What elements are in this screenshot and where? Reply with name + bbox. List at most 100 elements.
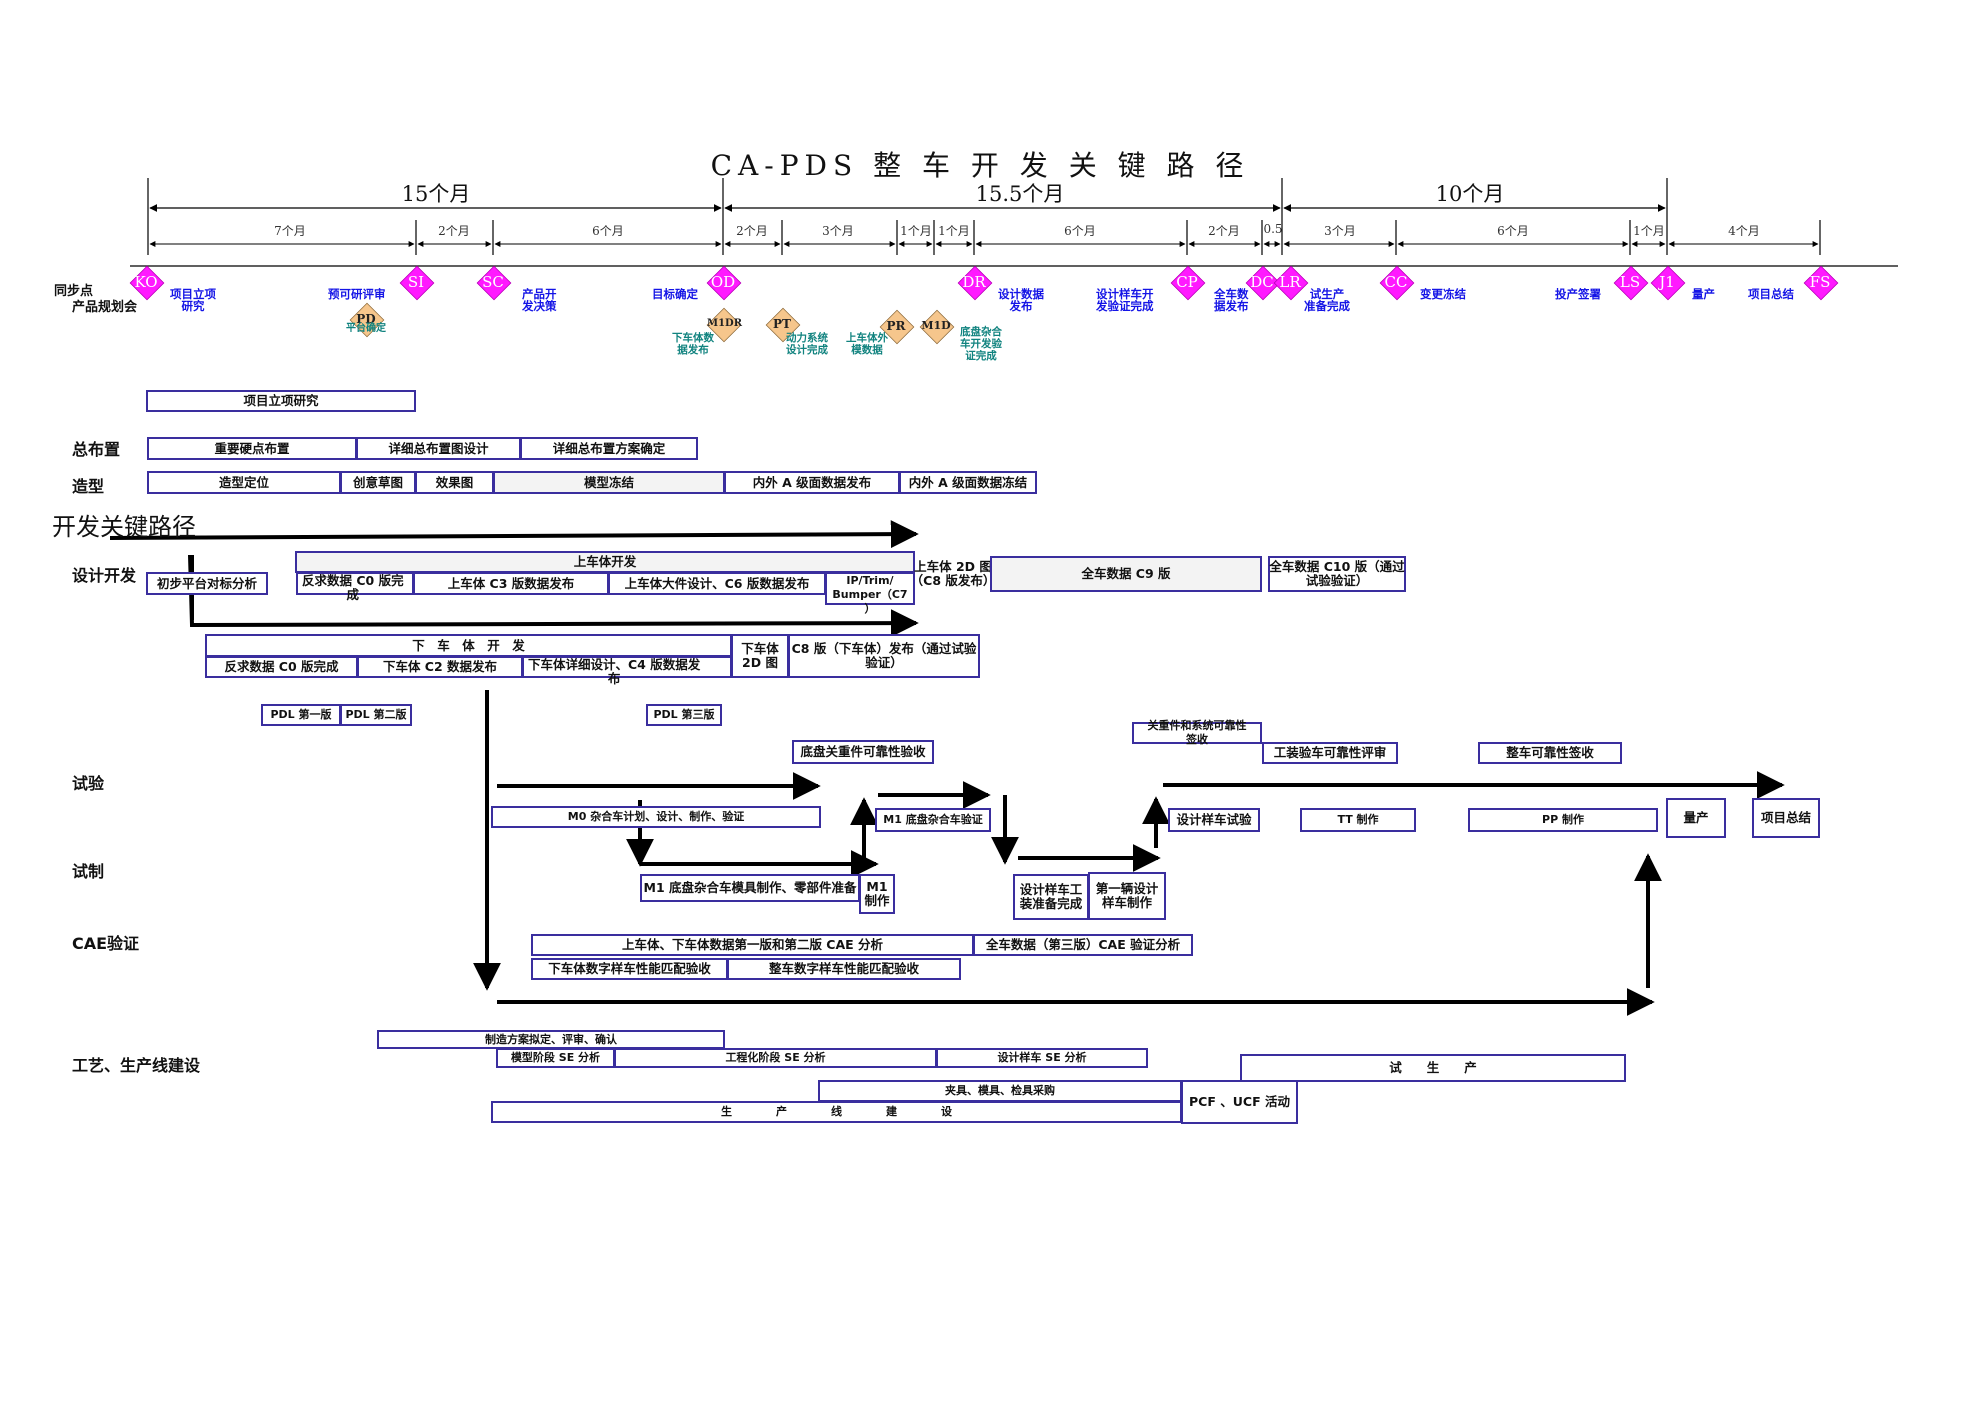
subphase-label: 1个月	[900, 224, 932, 238]
row-label-process: 工艺、生产线建设	[72, 1056, 201, 1075]
milestone-sc: SC	[476, 265, 512, 301]
milestone-label: 设计数据 发布	[998, 287, 1044, 313]
planning-meeting-label: 产品规划会	[72, 300, 138, 315]
milestone-label: 动力系统 设计完成	[786, 332, 828, 356]
phase-label: 10个月	[1435, 182, 1505, 206]
page-title: CA-PDS 整 车 开 发 关 键 路 径	[710, 149, 1250, 182]
task-box: C8 版（下车体）发布（通过试验 验证）	[788, 634, 980, 678]
subphase-label: 7个月	[274, 224, 306, 238]
row-label-test: 试验	[72, 774, 105, 793]
milestone-dr: DR	[957, 265, 993, 301]
row-label-cae: CAE验证	[72, 934, 140, 953]
subphase-label: 6个月	[1064, 224, 1096, 238]
task-box: 上车体 2D 图 （C8 版发布）	[911, 556, 995, 592]
task-box: 上车体、下车体数据第一版和第二版 CAE 分析	[531, 934, 974, 956]
task-box: 下车体数字样车性能匹配验收	[531, 958, 728, 980]
task-box: 反求数据 C0 版完成	[205, 656, 358, 678]
task-box: 全车数据 C9 版	[990, 556, 1262, 592]
milestone-label: 上车体外 模数据	[846, 332, 888, 356]
subphase-label: 3个月	[822, 224, 854, 238]
milestone-pr: PR	[879, 309, 915, 345]
subphase-label: 1个月	[1633, 224, 1665, 238]
task-box: 制造方案拟定、评审、确认	[377, 1030, 725, 1049]
task-box: PCF 、UCF 活动	[1181, 1080, 1298, 1124]
milestone-cp: CP	[1170, 265, 1206, 301]
milestone-label: 底盘杂合 车开发验 证完成	[960, 326, 1002, 362]
task-box: 内外 A 级面数据冻结	[899, 471, 1037, 494]
milestone-label: 变更冻结	[1420, 287, 1466, 301]
milestone-od: OD	[706, 265, 742, 301]
key-path-label: 开发关键路径	[52, 513, 196, 541]
milestone-lr: LR	[1273, 265, 1309, 301]
task-box: 设计样车工 装准备完成	[1013, 874, 1089, 920]
task-box: 详细总布置图设计	[356, 437, 521, 460]
subphase-label: 2个月	[736, 224, 768, 238]
milestone-label: 试生产 准备完成	[1304, 287, 1350, 313]
milestone-si: SI	[399, 265, 435, 301]
task-box: 全车数据 C10 版（通过 试验验证）	[1268, 556, 1406, 592]
task-box: 上车体 C3 版数据发布	[413, 572, 609, 595]
row-label-styling: 造型	[72, 477, 105, 496]
task-box: 上车体开发	[295, 551, 915, 573]
milestone-label: 下车体数 据发布	[672, 332, 714, 356]
milestone-dc: DC	[1245, 265, 1281, 301]
task-box: 第一辆设计 样车制作	[1088, 872, 1166, 920]
milestone-label: 目标确定	[652, 287, 698, 301]
task-box: M1 底盘杂合车验证	[875, 808, 991, 832]
task-box: 设计样车 SE 分析	[936, 1048, 1148, 1068]
task-box: 夹具、模具、检具采购	[818, 1080, 1182, 1102]
milestone-label: 设计样车开 发验证完成	[1096, 287, 1154, 313]
subphase-label: 2个月	[1208, 224, 1240, 238]
milestone-ko: KO	[129, 265, 165, 301]
milestone-fs: FS	[1803, 265, 1839, 301]
task-box: 重要硬点布置	[147, 437, 357, 460]
task-box: 项目总结	[1752, 798, 1820, 838]
task-box: 创意草图	[340, 471, 416, 494]
task-box: 模型冻结	[493, 471, 725, 494]
task-box: 试 生 产	[1240, 1054, 1626, 1082]
task-box: PDL 第二版	[340, 704, 412, 726]
task-box: 量产	[1666, 798, 1726, 838]
subphase-label: 3个月	[1324, 224, 1356, 238]
subphase-label: 1个月	[938, 224, 970, 238]
milestone-label: 全车数 据发布	[1214, 287, 1249, 313]
milestone-m1dr: M1DR	[706, 307, 742, 343]
task-box: PDL 第一版	[261, 704, 341, 726]
task-box: 下 车 体 开 发	[205, 634, 732, 657]
task-box: 造型定位	[147, 471, 341, 494]
milestone-label: 项目立项 研究	[170, 287, 216, 313]
subphase-label: 4个月	[1728, 224, 1760, 238]
row-label-layout: 总布置	[72, 440, 121, 459]
task-box: 初步平台对标分析	[146, 572, 268, 595]
task-box: 上车体大件设计、C6 版数据发布	[608, 572, 826, 595]
key-path-arrows	[109, 520, 1785, 1016]
task-box: 生 产 线 建 设	[491, 1101, 1182, 1123]
task-box: M0 杂合车计划、设计、制作、验证	[491, 806, 821, 828]
subphase-label: 6个月	[1497, 224, 1529, 238]
task-box: 全车数据（第三版）CAE 验证分析	[973, 934, 1193, 956]
task-box: 下车体 2D 图	[731, 634, 789, 678]
milestone-pd: PD	[349, 302, 385, 338]
task-box: PDL 第三版	[646, 704, 722, 726]
task-box: PP 制作	[1468, 808, 1658, 832]
milestone-label: 产品开 发决策	[522, 287, 557, 313]
milestone-label: 项目总结	[1748, 287, 1794, 301]
task-box: 项目立项研究	[146, 390, 416, 412]
task-box: M1 底盘杂合车模具制作、零部件准备	[640, 874, 860, 902]
sync-point-label: 同步点	[54, 284, 94, 299]
phase-label: 15个月	[401, 182, 471, 206]
task-box: 效果图	[415, 471, 494, 494]
milestone-label: 投产签署	[1555, 287, 1601, 301]
milestone-j1: J1	[1650, 265, 1686, 301]
milestone-m1d: M1D	[919, 309, 955, 345]
task-box: 下车体详细设计、C4 版数据发 布	[522, 656, 732, 686]
subphase-label: 2个月	[438, 224, 470, 238]
task-box: 关重件和系统可靠性 签收	[1132, 719, 1262, 746]
subphase-label: 0.5	[1263, 222, 1283, 236]
task-box: 工程化阶段 SE 分析	[614, 1048, 937, 1068]
milestone-label: 量产	[1692, 287, 1715, 301]
task-box: 模型阶段 SE 分析	[496, 1048, 615, 1068]
phase-label: 15.5个月	[975, 182, 1065, 206]
task-box: IP/Trim/ Bumper（C7 ）	[825, 572, 915, 615]
